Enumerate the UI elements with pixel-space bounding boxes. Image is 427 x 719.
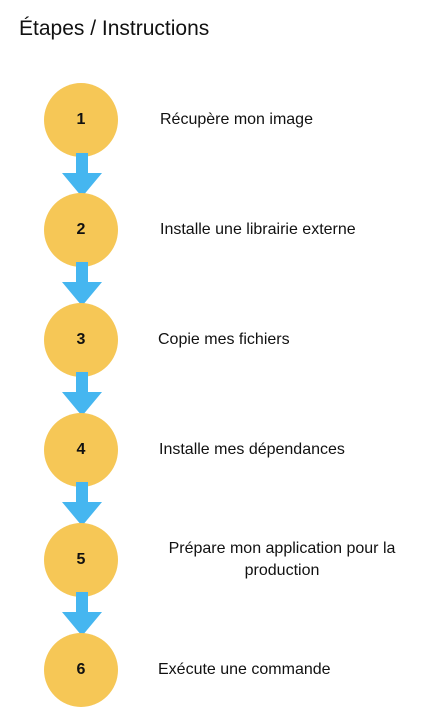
down-arrow-icon — [62, 262, 102, 306]
down-arrow-icon — [62, 482, 102, 526]
step-2-number: 2 — [44, 193, 118, 267]
step-5-label: Prépare mon application pour la producti… — [168, 540, 396, 579]
step-1-number: 1 — [44, 83, 118, 157]
down-arrow-icon — [62, 372, 102, 416]
down-arrow-icon — [62, 592, 102, 636]
step-2-label: Installe une librairie externe — [160, 221, 356, 238]
step-4-number: 4 — [44, 413, 118, 487]
step-1-label: Récupère mon image — [160, 111, 313, 128]
step-4: 4 Installe mes dépendances — [0, 413, 427, 487]
step-3: 3 Copie mes fichiers — [0, 303, 427, 377]
step-4-label: Installe mes dépendances — [159, 441, 345, 458]
step-6-number: 6 — [44, 633, 118, 707]
step-5: 5 Prépare mon application pour la produc… — [0, 523, 427, 597]
step-3-number: 3 — [44, 303, 118, 377]
down-arrow-icon — [62, 153, 102, 197]
step-3-label: Copie mes fichiers — [158, 331, 290, 348]
step-6-label: Exécute une commande — [158, 661, 331, 678]
step-2: 2 Installe une librairie externe — [0, 193, 427, 267]
step-6: 6 Exécute une commande — [0, 633, 427, 707]
step-1: 1 Récupère mon image — [0, 83, 427, 157]
step-5-number: 5 — [44, 523, 118, 597]
page-title: Étapes / Instructions — [19, 17, 210, 40]
